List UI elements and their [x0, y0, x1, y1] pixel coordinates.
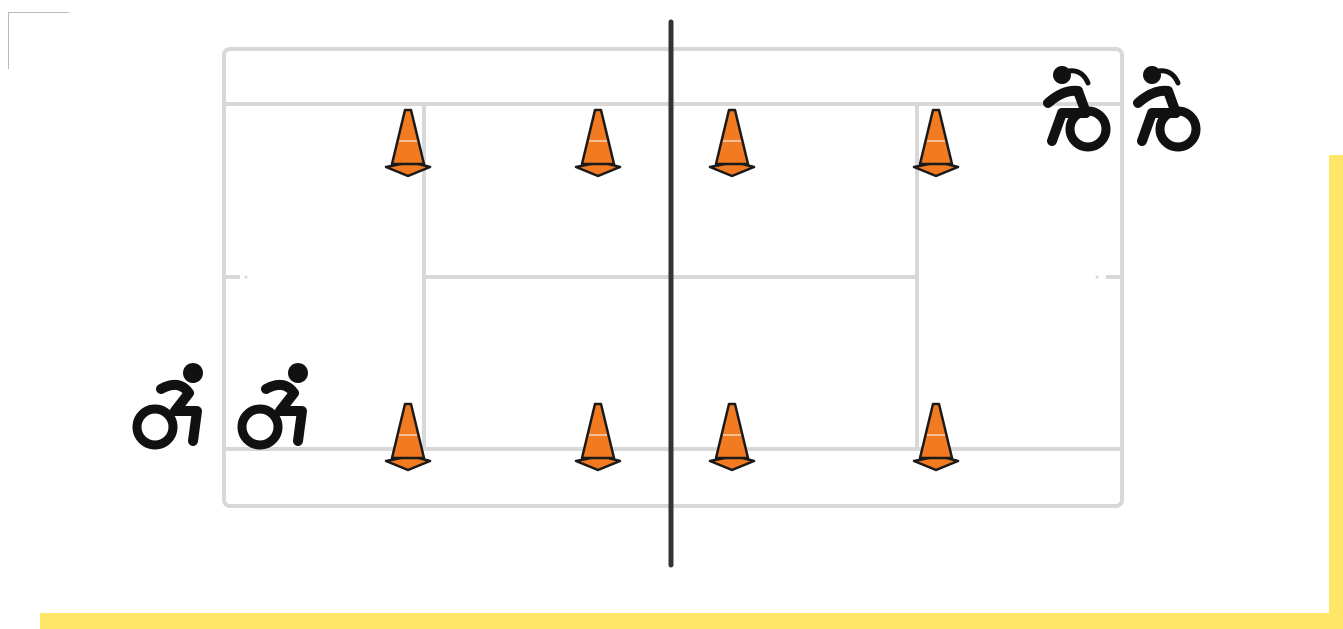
cone-icon [914, 110, 958, 176]
wheelchair-user-icon [137, 363, 203, 445]
dot-left [245, 276, 248, 279]
accent-bar [40, 155, 1343, 629]
wheelchair-user-ponytail-icon [1048, 66, 1106, 147]
cone-icon [576, 110, 620, 176]
cone-icon [710, 110, 754, 176]
cone-icon [914, 404, 958, 470]
wheelchair-user-icon [242, 363, 308, 445]
cone-icon [710, 404, 754, 470]
cone-icon [576, 404, 620, 470]
dot-right [1096, 276, 1099, 279]
wheelchair-user-ponytail-icon [1138, 66, 1196, 147]
